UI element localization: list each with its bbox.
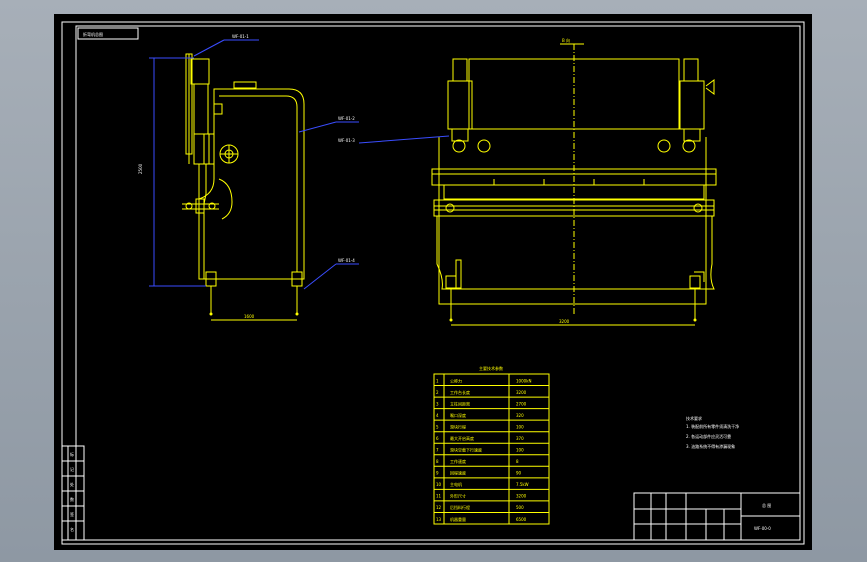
dim-front-width: 3200 [559, 319, 570, 324]
cad-drawing: 折弯机总图 标 记 处 数 签 名 [61, 21, 805, 545]
table-cell: 370 [516, 436, 524, 441]
callout-label: WF-01-2 [338, 116, 355, 121]
notes-title: 技术要求 [686, 415, 702, 421]
table-cell: 1000kN [516, 378, 532, 383]
table-cell: 后挡料行程 [450, 504, 470, 510]
table-cell: 外形尺寸 [450, 493, 466, 499]
strip-label: 记 [70, 466, 74, 472]
table-cell: 13 [436, 517, 442, 522]
spec-table: 主要技术参数 1 公称力 1000kN 2 工作台长度 3200 3 立柱间距离 2700 4 喉口… [433, 365, 550, 525]
table-cell: 回程速度 [450, 470, 466, 476]
drawing-name: 总 图 [762, 502, 771, 508]
table-cell: 7.5kW [516, 482, 529, 487]
notes-line: 3. 油路系统不得有渗漏现象 [686, 443, 735, 449]
side-view: 2500 1600 WF-01-1 WF-01-2 WF-01-4 [138, 34, 359, 321]
table-cell: 3 [436, 401, 439, 406]
table-cell: 100 [516, 424, 524, 429]
strip-label: 标 [70, 451, 74, 457]
table-cell: 1 [436, 378, 439, 383]
table-cell: 机器重量 [450, 516, 466, 522]
callout-label: WF-01-4 [338, 258, 355, 263]
revision-strip: 标 记 处 数 签 名 [61, 445, 85, 541]
table-cell: 9 [436, 471, 439, 476]
table-cell: 2700 [516, 401, 527, 406]
drawing-number: WF-00-0 [754, 526, 771, 531]
table-cell: 5 [436, 424, 439, 429]
table-cell: 工作台长度 [450, 389, 470, 395]
table-cell: 滑块行程 [450, 423, 466, 429]
title-tag-text: 折弯机总图 [83, 31, 103, 37]
strip-label: 处 [70, 481, 74, 487]
table-cell: 12 [436, 505, 442, 510]
table-cell: 90 [516, 471, 522, 476]
dim-side-height: 2500 [138, 163, 143, 174]
table-cell: 4 [436, 413, 439, 418]
table-cell: 320 [516, 413, 524, 418]
table-cell: 最大开启高度 [450, 435, 474, 441]
table-cell: 6500 [516, 517, 527, 522]
table-cell: 8 [516, 459, 519, 464]
table-cell: 立柱间距离 [450, 400, 470, 406]
strip-label: 签 [70, 511, 74, 517]
table-cell: 主电机 [450, 481, 462, 487]
table-cell: 500 [516, 505, 524, 510]
callout-label: WF-01-3 [338, 138, 355, 143]
table-cell: 公称力 [450, 377, 462, 383]
spec-table-title: 主要技术参数 [479, 365, 503, 371]
drawing-canvas[interactable]: 折弯机总图 标 记 处 数 签 名 [54, 14, 812, 550]
inner-frame [75, 25, 801, 541]
strip-label: 数 [70, 496, 74, 502]
notes-line: 2. 各运动部件应灵活可靠 [686, 433, 731, 439]
title-tag: 折弯机总图 [77, 27, 139, 40]
table-cell: 6 [436, 436, 439, 441]
front-view-label: B 向 [562, 37, 570, 43]
outer-frame [61, 21, 805, 545]
technical-notes: 技术要求 1. 装配前所有零件须清洗干净 2. 各运动部件应灵活可靠 3. 油路… [686, 415, 739, 449]
front-view: B 向 [338, 37, 717, 326]
callout-label: WF-01-1 [232, 34, 249, 39]
strip-label: 名 [70, 526, 74, 532]
table-cell: 2 [436, 390, 439, 395]
table-cell: 10 [436, 482, 442, 487]
table-cell: 滑块空载下行速度 [450, 447, 482, 453]
title-block: 总 图 WF-00-0 [633, 492, 801, 541]
table-cell: 11 [436, 494, 442, 499]
dim-side-width: 1600 [244, 314, 255, 319]
table-cell: 8 [436, 459, 439, 464]
table-cell: 100 [516, 448, 524, 453]
table-cell: 3200 [516, 494, 527, 499]
notes-line: 1. 装配前所有零件须清洗干净 [686, 423, 739, 429]
table-cell: 3200 [516, 390, 527, 395]
table-cell: 工作速度 [450, 458, 466, 464]
table-cell: 7 [436, 448, 439, 453]
table-cell: 喉口深度 [450, 412, 466, 418]
